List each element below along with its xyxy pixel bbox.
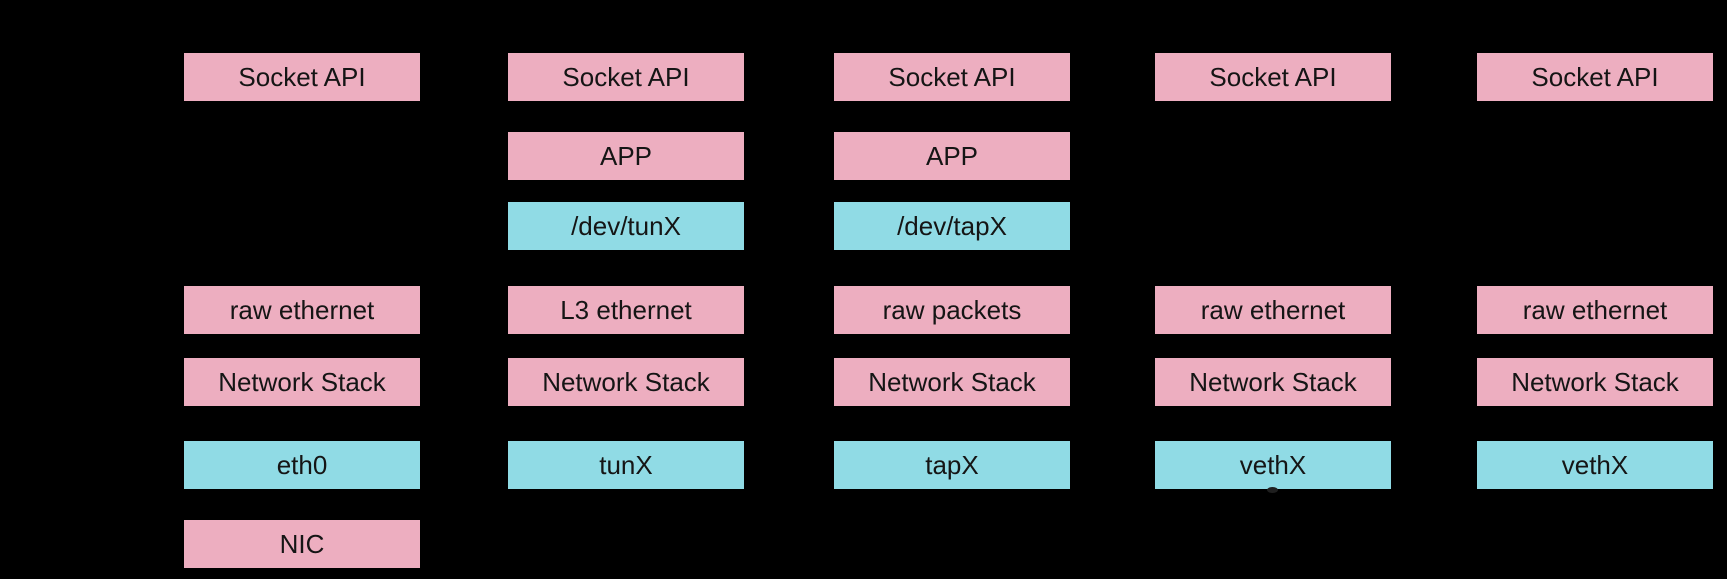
box-app: APP — [508, 132, 744, 180]
veth-link-stub-mark — [1267, 487, 1278, 493]
box-socket-api: Socket API — [184, 53, 420, 101]
box-network-stack: Network Stack — [1155, 358, 1391, 406]
box-socket-api: Socket API — [508, 53, 744, 101]
box-socket-api: Socket API — [834, 53, 1070, 101]
box-network-stack: Network Stack — [1477, 358, 1713, 406]
box-raw-packets: raw packets — [834, 286, 1070, 334]
box-l3-ethernet: L3 ethernet — [508, 286, 744, 334]
box-nic: NIC — [184, 520, 420, 568]
box-vethx: vethX — [1477, 441, 1713, 489]
box-network-stack: Network Stack — [834, 358, 1070, 406]
box-tunx: tunX — [508, 441, 744, 489]
box-network-stack: Network Stack — [184, 358, 420, 406]
box-dev-tunx: /dev/tunX — [508, 202, 744, 250]
box-vethx: vethX — [1155, 441, 1391, 489]
box-raw-ethernet: raw ethernet — [1155, 286, 1391, 334]
box-eth0: eth0 — [184, 441, 420, 489]
box-socket-api: Socket API — [1155, 53, 1391, 101]
box-raw-ethernet: raw ethernet — [184, 286, 420, 334]
box-socket-api: Socket API — [1477, 53, 1713, 101]
box-app: APP — [834, 132, 1070, 180]
box-network-stack: Network Stack — [508, 358, 744, 406]
box-raw-ethernet: raw ethernet — [1477, 286, 1713, 334]
box-tapx: tapX — [834, 441, 1070, 489]
box-dev-tapx: /dev/tapX — [834, 202, 1070, 250]
